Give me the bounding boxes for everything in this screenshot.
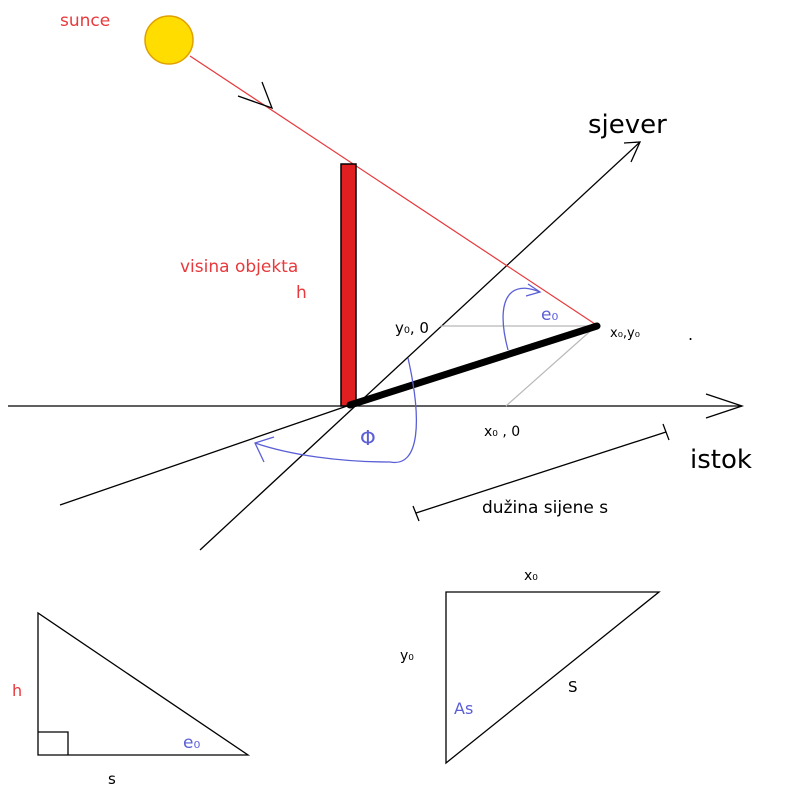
object-height-h-label: h (296, 283, 307, 303)
north-label: sjever (588, 110, 667, 140)
north-axis (199, 141, 641, 551)
object-pole (340, 163, 357, 407)
azimuth-triangle (445, 591, 661, 765)
east-label: istok (690, 445, 752, 475)
right-angle-marker (38, 731, 69, 755)
shadow-tip-label: x₀,y₀ (610, 326, 640, 341)
north-axis-arrowhead (623, 141, 642, 163)
left-triangle-e0-label: e₀ (183, 733, 200, 753)
shadow-length-dimension-line (415, 431, 667, 514)
right-triangle-as-label: As (454, 699, 473, 718)
shadow-length-tick-left (412, 505, 420, 522)
shadow-length-tick-right (662, 423, 670, 441)
right-triangle-x0-label: x₀ (524, 568, 538, 584)
x0-zero-label: x₀ , 0 (484, 424, 520, 440)
elevation-angle-arc (502, 287, 541, 351)
sun-label: sunce (60, 11, 110, 31)
y0-zero-label: y₀, 0 (395, 319, 429, 337)
east-axis-arrowhead (705, 393, 745, 419)
shadow-length-label: dužina sijene s (482, 498, 608, 518)
azimuth-angle-label: Φ (360, 426, 376, 450)
azimuth-arc-arrowhead (254, 436, 275, 463)
stray-dot: . (688, 325, 693, 344)
right-triangle-y0-label: y₀ (400, 648, 414, 664)
object-height-label: visina objekta (180, 257, 298, 277)
left-triangle-s-label: s (108, 770, 116, 788)
x0-projection-line (505, 325, 597, 407)
left-triangle-h-label: h (12, 681, 22, 700)
elevation-triangle (37, 611, 251, 756)
sun-icon (144, 15, 194, 65)
shadow-line (346, 322, 601, 409)
azimuth-reference-line (59, 404, 351, 506)
sun-ray-arrowhead (237, 81, 274, 110)
right-triangle-s-label: S (568, 678, 578, 696)
azimuth-angle-arc (254, 357, 417, 464)
sun-ray (189, 55, 599, 327)
elevation-angle-label: e₀ (541, 305, 558, 325)
elevation-arc-arrowhead (525, 283, 542, 297)
